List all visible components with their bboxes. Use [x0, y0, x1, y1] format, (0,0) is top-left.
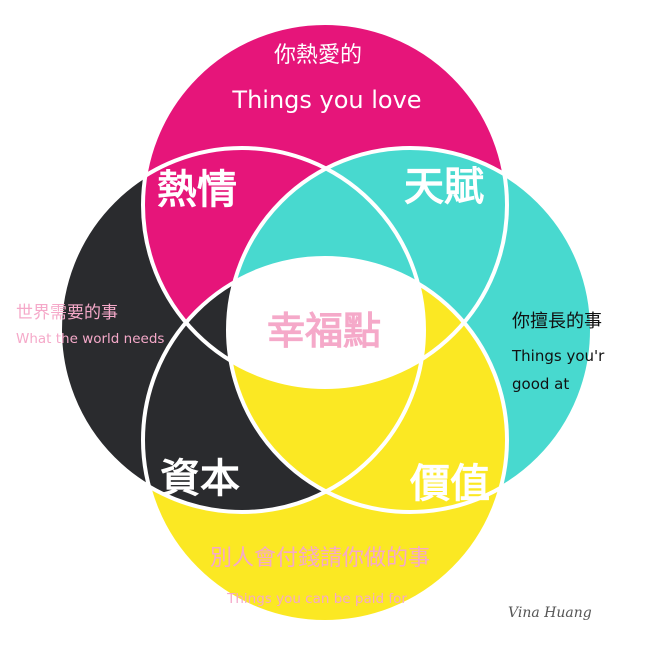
author-signature: Vina Huang — [508, 605, 592, 621]
world-needs-en-label: What the world needs — [16, 331, 164, 347]
paid-for-zh-label: 別人會付錢請你做的事 — [210, 546, 430, 571]
value-label: 價值 — [409, 461, 490, 507]
happiness-point-region — [228, 258, 424, 387]
things-you-love-en-label: Things you love — [231, 86, 421, 114]
world-needs-zh-label: 世界需要的事 — [16, 303, 118, 323]
good-at-zh-label: 你擅長的事 — [512, 311, 602, 332]
good-at-en-label-line1: Things you'r — [511, 347, 605, 365]
paid-for-en-label: Things you can be paid for — [226, 591, 407, 607]
good-at-en-label-line2: good at — [512, 375, 569, 393]
capital-label: 資本 — [160, 456, 240, 502]
happiness-point-label: 幸福點 — [267, 309, 381, 353]
things-you-love-zh-label: 你熱愛的 — [274, 43, 362, 68]
circle-outlines — [58, 21, 594, 624]
passion-label: 熱情 — [157, 167, 237, 213]
talent-label: 天賦 — [404, 164, 484, 210]
